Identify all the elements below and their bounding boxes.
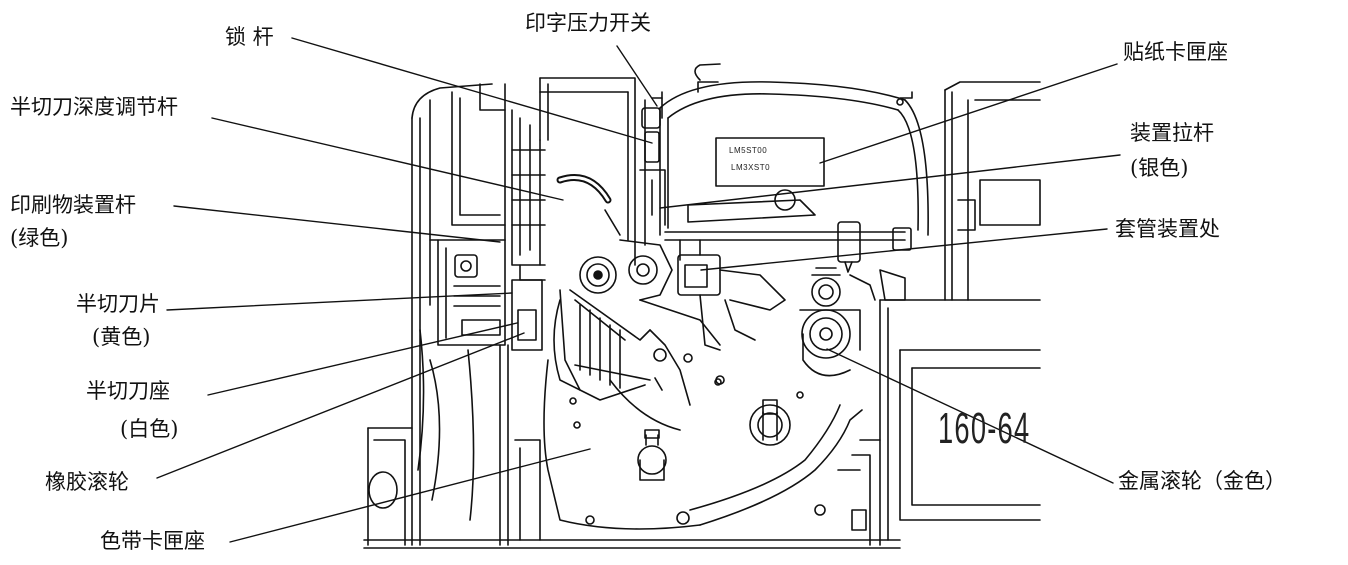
label-half-cut-blade-color: (黄色)	[92, 325, 151, 349]
leader-media-set-lever	[173, 205, 501, 243]
leader-lock-lever	[291, 37, 653, 144]
leader-metal-roller	[826, 348, 1114, 484]
left-housing	[363, 83, 901, 549]
print-head-block	[511, 77, 666, 351]
ribbon-cassette-holder	[543, 359, 863, 530]
leader-ribbon-cassette-holder	[229, 448, 591, 543]
right-housing	[837, 81, 1041, 546]
label-print-pressure-switch: 印字压力开关	[525, 11, 651, 35]
leader-half-cut-depth-lever	[211, 117, 564, 201]
label-cassette-holder	[651, 63, 929, 273]
label-media-set-lever: 印刷物装置杆	[10, 193, 136, 217]
leader-label-cassette-holder	[819, 63, 1118, 164]
gear-mechanism	[553, 239, 722, 431]
label-label-cassette-holder: 贴纸卡匣座	[1123, 40, 1228, 64]
cassette-text-line2: LM3XST0	[731, 163, 771, 172]
label-half-cut-holder: 半切刀座	[86, 379, 170, 403]
tube-print-text: 160-64	[938, 404, 1031, 453]
leader-tube-set-position	[700, 228, 1108, 271]
leader-half-cut-blade	[166, 292, 513, 311]
leader-print-pressure-switch	[616, 45, 658, 107]
label-set-pull-lever-color: (银色)	[1130, 156, 1189, 180]
label-tube-set-position: 套管装置处	[1115, 217, 1220, 241]
leader-set-pull-lever	[659, 154, 1121, 209]
label-half-cut-blade: 半切刀片	[76, 292, 160, 316]
label-set-pull-lever: 装置拉杆	[1130, 121, 1214, 145]
leader-half-cut-holder	[207, 322, 518, 396]
label-media-set-lever-color: (绿色)	[10, 226, 69, 250]
cassette-text-line1: LM5ST00	[729, 146, 768, 155]
label-metal-roller: 金属滚轮（金色）	[1118, 469, 1286, 493]
leader-rubber-roller	[156, 332, 525, 479]
tube-set-area	[677, 254, 906, 377]
leader-lines	[156, 37, 1121, 543]
label-rubber-roller: 橡胶滚轮	[45, 470, 129, 494]
label-ribbon-cassette-holder: 色带卡匣座	[100, 529, 205, 553]
label-half-cut-holder-color: (白色)	[120, 417, 179, 441]
label-half-cut-depth-lever: 半切刀深度调节杆	[10, 95, 178, 119]
label-lock-lever: 锁 杆	[225, 25, 274, 49]
